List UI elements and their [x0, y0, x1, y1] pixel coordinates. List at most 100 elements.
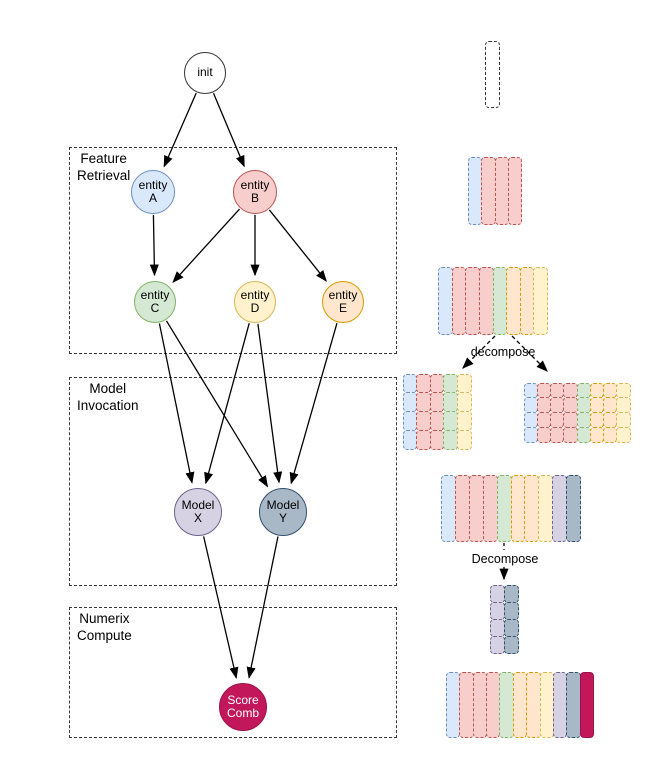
- node-label-line: C: [150, 301, 160, 315]
- tensor-cell-red: [563, 426, 578, 443]
- tensor-cell-red: [536, 397, 551, 413]
- tensor-cell-yellow: [616, 397, 631, 413]
- node-label-line: B: [250, 191, 259, 205]
- tensor-stripe-orange: [512, 672, 528, 738]
- tensor-cell-yellow: [456, 429, 472, 450]
- tensor-cell-purple: [489, 584, 505, 603]
- tensor-cell-red: [563, 397, 578, 413]
- tensor-stripe-purple: [552, 475, 568, 542]
- tensor-cell-orange: [589, 397, 604, 413]
- node-label-line: A: [148, 191, 157, 205]
- tensor-stripe-orange: [510, 475, 526, 542]
- tensor-cell-red: [416, 392, 431, 412]
- tensor-cell-yellow: [456, 392, 472, 412]
- node-label-line: init: [197, 65, 213, 80]
- tensor-cell-red: [416, 411, 431, 431]
- tensor-cell-red: [536, 426, 551, 443]
- tensor-cell-red: [550, 412, 565, 428]
- node-label-line: Model: [266, 497, 300, 512]
- tensor-stripe-orange: [526, 672, 541, 738]
- tensor-cell-yellow: [616, 382, 631, 399]
- tensor-cell-green: [576, 412, 591, 428]
- tensor-stripe-empty: [485, 41, 500, 108]
- group-label-line: Retrieval: [77, 168, 131, 183]
- tensor-stripe-blue: [441, 475, 456, 542]
- tensor-cell-yellow: [616, 426, 631, 443]
- tensor-stripe-blue: [468, 157, 483, 225]
- tensor-cell-orange: [603, 397, 618, 413]
- tensor-stripe-red: [486, 672, 501, 738]
- node-label-line: entity: [328, 287, 358, 302]
- tensor-cell-yellow: [456, 373, 472, 394]
- node-label-line: entity: [140, 287, 170, 302]
- tensor-stripe-red: [481, 157, 496, 225]
- tensor-cell-red: [563, 412, 578, 428]
- tensor-stripe-yellow: [539, 672, 554, 738]
- tensor-cell-red: [429, 429, 445, 450]
- tensor-cell-green: [576, 382, 591, 399]
- tensor-block-features-models: [441, 475, 582, 542]
- tensor-cell-yellow: [616, 412, 631, 428]
- tensor-cell-red: [550, 426, 565, 443]
- tensor-cell-purple: [489, 618, 505, 637]
- tensor-stripe-red: [451, 267, 467, 335]
- tensor-cell-blue: [402, 373, 418, 394]
- tensor-block-grid-scores: [489, 584, 519, 654]
- group-label-line: Compute: [77, 628, 132, 643]
- tensor-stripe-blue: [446, 672, 461, 738]
- group-label-line: Invocation: [77, 398, 139, 413]
- tensor-stripe-red: [482, 475, 498, 542]
- tensor-cell-red: [429, 392, 445, 412]
- tensor-cell-slate: [503, 635, 519, 654]
- tensor-cell-orange: [589, 412, 604, 428]
- tensor-stripe-red: [454, 475, 470, 542]
- tensor-cell-green: [576, 426, 591, 443]
- tensor-block-final-vector: [446, 672, 594, 738]
- tensor-cell-purple: [489, 635, 505, 654]
- node-label-line: D: [250, 301, 260, 315]
- tensor-cell-blue: [402, 392, 418, 412]
- tensor-cell-green: [576, 397, 591, 413]
- tensor-cell-red: [416, 429, 431, 450]
- node-label-line: Model: [181, 497, 215, 512]
- tensor-cell-green: [443, 429, 458, 450]
- node-init: init: [184, 52, 226, 94]
- tensor-stripe-red: [494, 157, 509, 225]
- tensor-cell-red: [550, 397, 565, 413]
- tensor-stripe-blue: [438, 267, 453, 335]
- tensor-cell-slate: [503, 618, 519, 637]
- tensor-block-grid-model-y: [523, 382, 631, 443]
- tensor-cell-orange: [589, 382, 604, 399]
- tensor-stripe-yellow: [533, 267, 548, 335]
- tensor-stripe-magenta: [579, 672, 594, 738]
- node-label-line: entity: [138, 177, 168, 192]
- node-label-line: X: [193, 511, 202, 525]
- tensor-stripe-red: [468, 475, 484, 542]
- tensor-cell-orange: [589, 426, 604, 443]
- group-label-line: Model: [89, 381, 127, 396]
- tensor-cell-red: [550, 382, 565, 399]
- node-label-line: Comb: [226, 706, 259, 720]
- tensor-stripe-purple: [552, 672, 568, 738]
- tensor-cell-blue: [523, 382, 538, 399]
- tensor-stripe-orange: [519, 267, 535, 335]
- tensor-cell-orange: [603, 426, 618, 443]
- tensor-block-seed-vector: [485, 41, 500, 108]
- tensor-stripe-slate: [566, 672, 581, 738]
- node-label-line: Y: [278, 511, 287, 525]
- tensor-cell-blue: [402, 429, 418, 450]
- tensor-cell-green: [443, 411, 458, 431]
- tensor-stripe-green: [499, 672, 514, 738]
